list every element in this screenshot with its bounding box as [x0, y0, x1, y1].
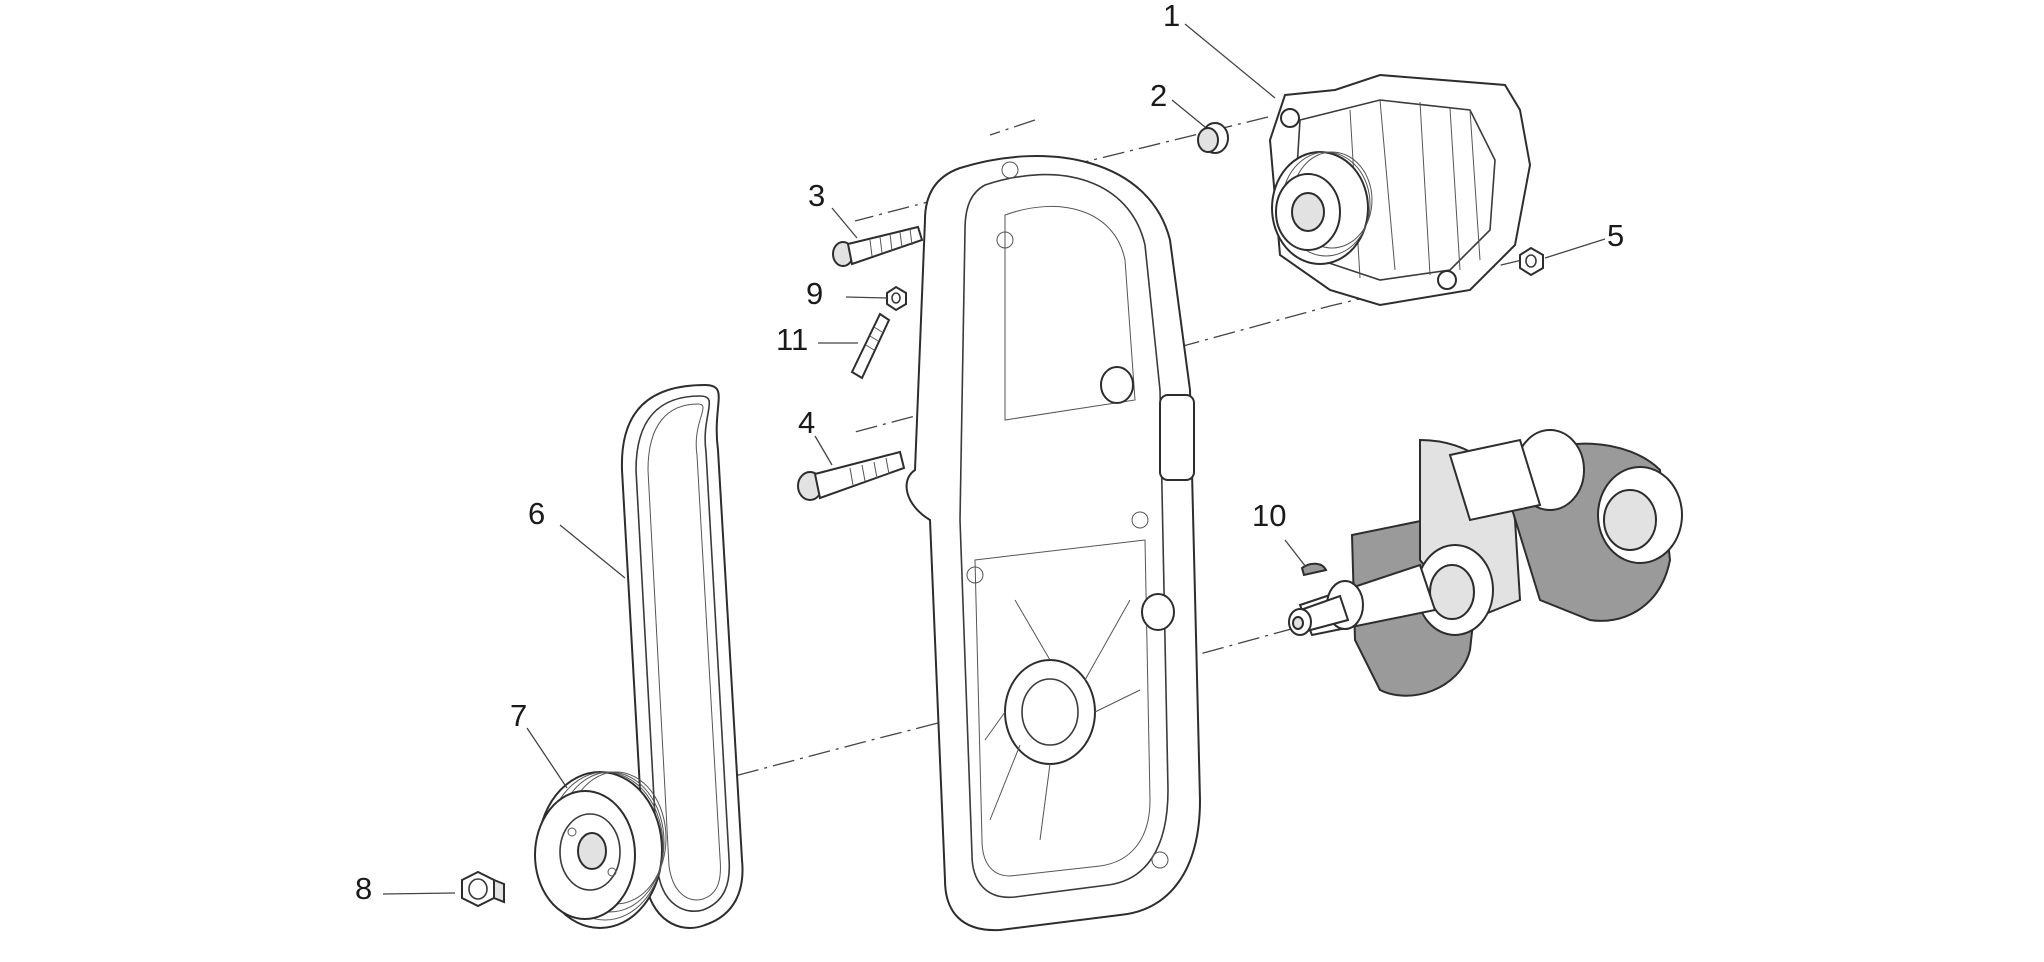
callout-3: 3 — [808, 178, 826, 213]
crank-pulley — [534, 771, 667, 929]
stud-bolt — [850, 312, 891, 380]
callout-11: 11 — [776, 322, 809, 357]
callout-5: 5 — [1607, 218, 1625, 253]
callout-8: 8 — [355, 871, 373, 906]
leader-9 — [845, 296, 888, 299]
alternator-nut — [1519, 246, 1544, 277]
leader-lines — [382, 23, 1606, 895]
callout-4: 4 — [798, 405, 816, 440]
callout-1: 1 — [1163, 0, 1181, 33]
callout-10: 10 — [1252, 498, 1287, 533]
cover-screw-upper — [832, 225, 924, 267]
leader-2 — [1171, 99, 1206, 128]
callout-6: 6 — [528, 496, 546, 531]
crankshaft — [1288, 429, 1683, 697]
woodruff-key — [1300, 562, 1328, 577]
timing-cover — [905, 155, 1202, 932]
callout-2: 2 — [1150, 78, 1168, 113]
leader-4 — [814, 435, 833, 466]
leader-7 — [526, 727, 568, 789]
leader-1 — [1184, 23, 1276, 99]
callout-7: 7 — [510, 698, 528, 733]
leader-5 — [1544, 238, 1606, 259]
pulley-nut — [461, 870, 505, 908]
callout-9: 9 — [806, 276, 824, 311]
small-nut — [886, 285, 907, 312]
cover-screw-lower — [797, 450, 906, 501]
leader-8 — [382, 892, 456, 895]
leader-10 — [1284, 539, 1307, 568]
axis-cover-top — [989, 119, 1036, 136]
leader-6 — [559, 524, 626, 579]
spacer-bush — [1197, 122, 1229, 154]
leader-3 — [831, 207, 858, 239]
alternator — [1268, 73, 1532, 307]
